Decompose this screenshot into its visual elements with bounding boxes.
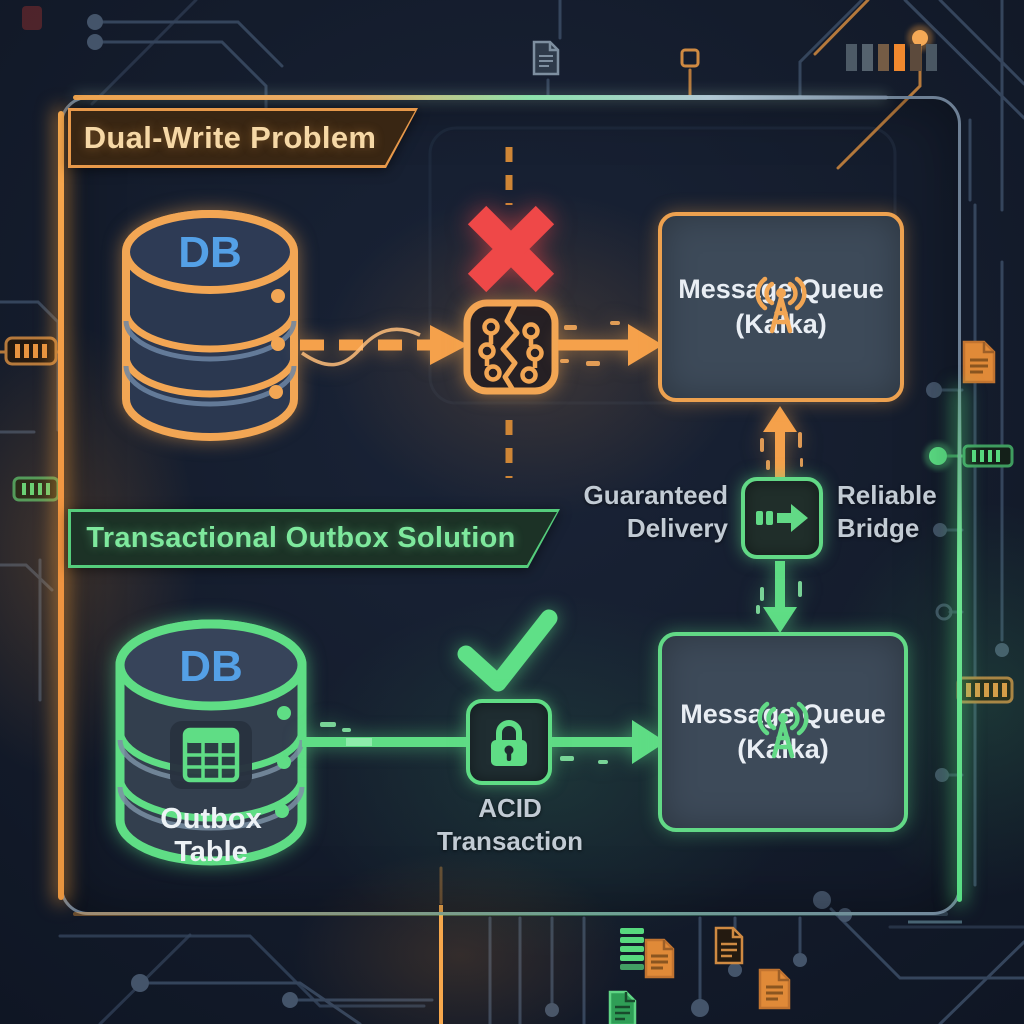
segment-bars-indicator xyxy=(846,44,937,71)
message-queue-box-solution: Message Queue (Kafka) xyxy=(658,632,908,832)
forward-arrow-icon xyxy=(756,504,808,532)
pad-ring xyxy=(935,603,953,621)
database-cylinder-icon-solution: DB Outbox Table xyxy=(115,619,307,868)
chip-orange-left xyxy=(4,336,58,366)
red-x-icon xyxy=(467,205,555,293)
dashed-write-arrow xyxy=(300,325,468,367)
broadcast-antenna-icon-green xyxy=(757,701,809,759)
dashed-line-above xyxy=(505,147,513,205)
bridge-down-arrow xyxy=(756,561,802,633)
glow-lines xyxy=(62,905,962,1024)
reliable-line2: Bridge xyxy=(837,512,920,543)
write-arrow-to-queue xyxy=(558,321,663,366)
bridge-up-arrow xyxy=(760,406,803,480)
acid-line2: Transaction xyxy=(437,825,583,856)
checkmark-icon xyxy=(457,609,558,692)
message-queue-box-problem: Message Queue (Kafka) xyxy=(658,212,904,402)
banner-body: Transactional Outbox Solution xyxy=(71,512,557,565)
broadcast-antenna-icon-orange xyxy=(755,276,807,334)
banner-body: Dual-Write Problem xyxy=(71,111,415,165)
acid-line1: ACID xyxy=(478,793,542,823)
solution-section-banner: Transactional Outbox Solution xyxy=(68,509,560,568)
guaranteed-line2: Delivery xyxy=(626,512,728,543)
document-icon-green xyxy=(608,990,637,1024)
reliable-bridge-label: Reliable Bridge xyxy=(837,479,987,544)
reliable-line1: Reliable xyxy=(837,480,937,510)
padlock-icon xyxy=(491,720,527,766)
problem-banner-label: Dual-Write Problem xyxy=(83,120,377,155)
red-indicator-icon xyxy=(22,6,42,30)
document-icon-orange-3 xyxy=(758,968,791,1010)
document-icon-orange-right xyxy=(962,340,996,384)
db-label-problem: DB xyxy=(178,228,242,277)
outbox-table-icon xyxy=(170,721,252,789)
document-icon-orange-2 xyxy=(714,926,744,965)
cracked-chip-icon xyxy=(463,299,559,395)
outbox-label-line2: Table xyxy=(174,836,248,868)
frame-edge-top xyxy=(73,95,888,100)
acid-transaction-box xyxy=(466,699,552,785)
orange-pad-square xyxy=(680,48,700,68)
circuit-pads xyxy=(87,14,1009,1017)
reliable-bridge-box xyxy=(741,477,823,559)
problem-section-banner: Dual-Write Problem xyxy=(68,108,418,168)
glow-dot-green xyxy=(924,442,964,470)
database-cylinder-icon-problem: DB xyxy=(122,210,298,441)
chip-green-right xyxy=(962,444,1014,468)
outbox-label-line1: Outbox xyxy=(160,803,262,835)
guaranteed-line1: Guaranteed xyxy=(583,480,729,510)
dashed-line-below xyxy=(505,420,513,478)
acid-transaction-label: ACID Transaction xyxy=(412,792,608,857)
chip-orange-right xyxy=(956,676,1014,704)
db-label-solution: DB xyxy=(179,642,243,691)
guaranteed-delivery-label: Guaranteed Delivery xyxy=(548,479,729,544)
document-icon-gray xyxy=(532,40,560,76)
segment-bars-green xyxy=(620,928,644,970)
document-icon-orange-1 xyxy=(644,938,675,979)
chip-green-left xyxy=(12,476,60,502)
solution-banner-label: Transactional Outbox Solution xyxy=(86,522,516,554)
